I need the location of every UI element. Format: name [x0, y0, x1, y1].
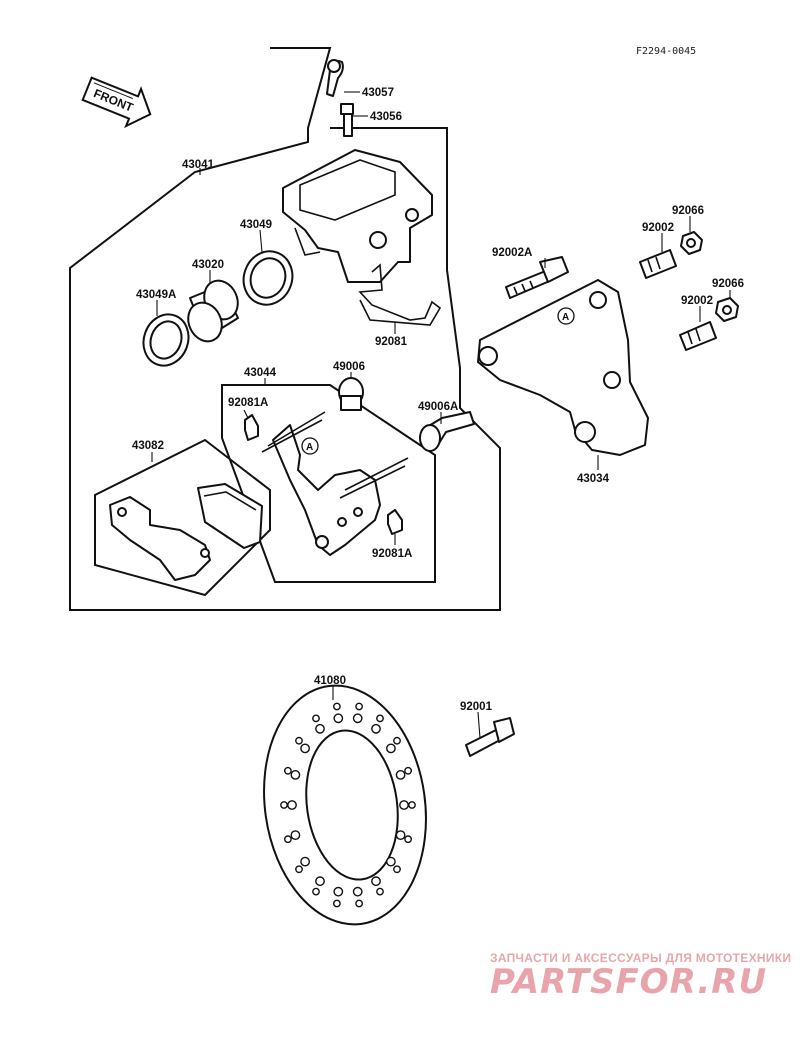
disc-vent-hole — [408, 801, 416, 809]
disc-vent-hole — [283, 766, 292, 775]
label-43049: 43049 — [240, 219, 272, 231]
ref-marker-bracket: A — [557, 307, 575, 325]
piston-seal-part — [242, 250, 294, 306]
disc-vent-hole — [290, 770, 301, 780]
label-92081a-bottom: 92081A — [372, 548, 412, 560]
disc-vent-hole — [404, 835, 412, 844]
disc-vent-hole — [300, 856, 310, 867]
piston-part — [187, 279, 239, 343]
label-92066-bottom: 92066 — [712, 278, 744, 290]
label-43020: 43020 — [192, 259, 224, 271]
clip-top-part — [244, 414, 259, 441]
caliper-assembly-frame — [69, 47, 501, 611]
boot-a-part — [419, 411, 475, 452]
disc-vent-hole — [376, 887, 384, 896]
disc-vent-hole — [290, 830, 301, 840]
label-43041: 43041 — [182, 159, 215, 171]
disc-vent-hole — [371, 876, 381, 887]
label-43044: 43044 — [244, 367, 277, 379]
label-43049a: 43049A — [136, 289, 176, 301]
disc-vent-hole — [287, 800, 297, 810]
label-49006: 49006 — [333, 361, 365, 373]
disc-vent-hole — [395, 770, 406, 780]
caliper-bracket-part — [261, 411, 409, 556]
leader-lines — [151, 91, 731, 739]
disc-vent-hole — [393, 736, 401, 745]
label-43082: 43082 — [132, 440, 164, 452]
label-92066-top: 92066 — [672, 205, 704, 217]
disc-vent-hole — [393, 865, 401, 874]
label-43056: 43056 — [370, 111, 402, 123]
disc-vent-hole — [312, 714, 320, 723]
pad-spring-part — [358, 263, 442, 326]
clip-bottom-part — [387, 509, 403, 535]
disc-vent-hole — [376, 714, 384, 723]
disc-vent-hole — [315, 876, 325, 887]
label-41080: 41080 — [314, 675, 346, 687]
disc-bolt-part — [465, 717, 515, 757]
torque-bracket-part — [477, 279, 649, 456]
disc-vent-hole — [315, 723, 325, 734]
disc-vent-hole — [395, 830, 406, 840]
brake-pad-left-part — [109, 496, 211, 581]
disc-vent-hole — [312, 887, 320, 896]
disc-vent-hole — [333, 886, 344, 897]
disc-vent-hole — [300, 743, 310, 754]
watermark-brand: PARTSFOR.RU — [490, 962, 767, 1002]
disc-vent-hole — [332, 702, 341, 711]
disc-vent-hole — [352, 886, 363, 897]
label-49006a: 49006A — [418, 401, 458, 413]
label-92002-top: 92002 — [642, 222, 674, 234]
ref-marker-caliper: A — [301, 437, 319, 455]
dust-seal-part — [142, 313, 190, 367]
bracket-subassembly-frame — [221, 384, 436, 583]
boot-part — [338, 377, 364, 411]
label-92002a: 92002A — [492, 247, 532, 259]
disc-vent-hole — [295, 736, 303, 745]
label-43034: 43034 — [577, 473, 610, 485]
bolt-top-part — [639, 249, 677, 279]
label-92002-bottom: 92002 — [681, 295, 713, 307]
bracket-bolt-a-part — [505, 256, 569, 299]
disc-vent-hole — [371, 723, 381, 734]
disc-vent-hole — [295, 865, 303, 874]
label-92081: 92081 — [375, 336, 408, 348]
nut-bottom-part — [715, 297, 739, 322]
watermark-subtitle: ЗАПЧАСТИ И АКСЕССУАРЫ ДЛЯ МОТОТЕХНИКИ — [490, 951, 791, 965]
disc-vent-hole — [332, 899, 341, 908]
label-92081a-top: 92081A — [228, 397, 268, 409]
disc-vent-hole — [280, 801, 288, 809]
disc-vent-hole — [355, 702, 363, 711]
label-92001: 92001 — [460, 701, 493, 713]
disc-vent-hole — [355, 899, 363, 908]
bolt-bottom-part — [679, 321, 717, 351]
disc-vent-hole — [399, 800, 409, 810]
nut-top-part — [680, 231, 703, 255]
disc-vent-hole — [283, 835, 292, 844]
part-labels: 43057 43056 43041 43049 43020 43049A 920… — [132, 87, 744, 713]
brake-pad-right-part — [197, 483, 263, 549]
disc-vent-hole — [352, 713, 363, 724]
disc-vent-hole — [385, 856, 396, 867]
watermark: ЗАПЧАСТИ И АКСЕССУАРЫ ДЛЯ МОТОТЕХНИКИ PA… — [490, 951, 791, 1002]
brake-disc-part — [263, 684, 427, 926]
bleeder-valve-part — [340, 103, 354, 137]
caliper-body-part — [282, 149, 433, 283]
ref-marker-a-2: A — [306, 442, 313, 453]
figure-code: F2294-0045 — [636, 46, 696, 57]
disc-vent-hole — [333, 713, 344, 724]
disc-vent-hole — [385, 743, 396, 754]
pad-set-frame — [94, 438, 271, 597]
ref-marker-a-1: A — [562, 312, 569, 323]
label-43057: 43057 — [362, 87, 394, 99]
front-arrow-icon: FRONT — [81, 76, 152, 129]
disc-vent-hole — [404, 766, 412, 775]
bleeder-cap-part — [326, 59, 344, 97]
